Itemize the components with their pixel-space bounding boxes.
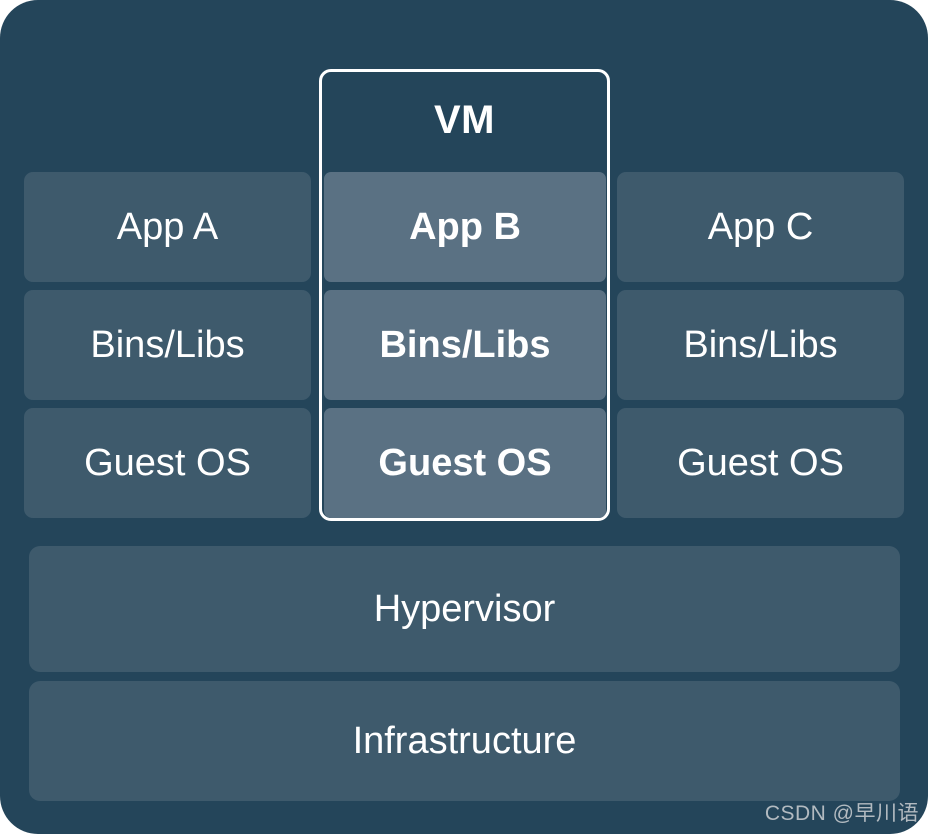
infrastructure-layer: Infrastructure: [29, 681, 900, 801]
watermark: CSDN @早川语: [764, 802, 919, 825]
vm-box: [319, 69, 610, 521]
cell-app-c: App C: [617, 172, 904, 282]
cell-guest-os-vm: Guest OS: [324, 408, 606, 518]
cell-app-a: App A: [24, 172, 311, 282]
cell-guest-os-a: Guest OS: [24, 408, 311, 518]
cell-bins-libs-a: Bins/Libs: [24, 290, 311, 400]
vm-title: VM: [434, 98, 495, 142]
cell-bins-libs-c: Bins/Libs: [617, 290, 904, 400]
cell-app-b: App B: [324, 172, 606, 282]
cell-guest-os-c: Guest OS: [617, 408, 904, 518]
hypervisor-layer: Hypervisor: [29, 546, 900, 672]
cell-bins-libs-vm: Bins/Libs: [324, 290, 606, 400]
